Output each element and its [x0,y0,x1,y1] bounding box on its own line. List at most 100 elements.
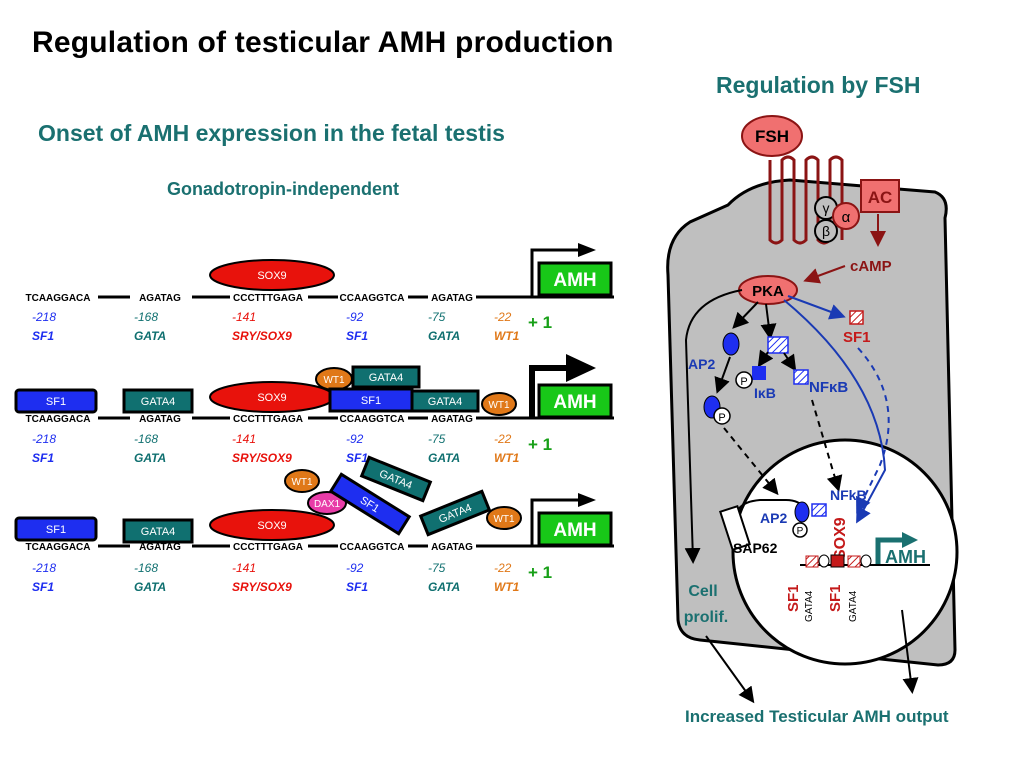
svg-text:CCCTTTGAGA: CCCTTTGAGA [233,414,303,425]
svg-text:-141: -141 [232,561,256,575]
svg-text:WT1: WT1 [291,477,313,488]
svg-text:-218: -218 [32,561,56,575]
amh-nucleus-label: AMH [885,547,926,567]
left-panel-subtitle: Onset of AMH expression in the fetal tes… [38,120,505,146]
svg-text:-22: -22 [494,561,512,575]
pos-2: -168 [134,310,158,324]
pos-3: -141 [232,310,256,324]
svg-text:-92: -92 [346,432,364,446]
ap2-label: AP2 [688,356,715,372]
pos-4: -92 [346,310,364,324]
svg-text:WT1: WT1 [493,514,515,525]
promoter-row-2: AMH SF1 GATA4 SOX9 GATA4 WT1 SF1 GATA4 W… [14,354,614,465]
tss-label: + 1 [528,313,552,332]
sox9-label: SOX9 [257,270,286,282]
svg-text:AGATAG: AGATAG [139,542,181,553]
cell-prolif-label-2: prolif. [684,609,728,626]
amh-gene-label-3: AMH [553,520,596,541]
svg-text:WT1: WT1 [494,580,520,594]
sox9-nucleus-label: SOX9 [832,517,849,560]
sf1-label-b: SF1 [361,395,381,407]
svg-text:SOX9: SOX9 [257,520,286,532]
svg-text:SF1: SF1 [32,451,54,465]
site-1: SF1 [32,329,54,343]
site-4: SF1 [346,329,368,343]
page-title: Regulation of testicular AMH production [32,26,614,59]
svg-text:WT1: WT1 [494,451,520,465]
svg-text:-168: -168 [134,561,158,575]
amh-gene-box [537,261,613,297]
g-gamma-label: γ [823,200,830,216]
svg-text:SRY/SOX9: SRY/SOX9 [232,451,292,465]
pos-1: -218 [32,310,56,324]
sf1-nucleus-label-a: SF1 [785,584,802,612]
site-6: WT1 [494,329,520,343]
gata4-label-c: GATA4 [428,396,462,408]
sox9-factor [209,259,335,291]
svg-text:TCAAGGACA: TCAAGGACA [26,542,91,553]
site-5: GATA [428,329,460,343]
dax1-label: DAX1 [314,499,341,510]
p-label-3: P [797,526,804,537]
seq-1: TCAAGGACA [26,293,91,304]
sox9-label-2: SOX9 [257,392,286,404]
svg-text:SF1: SF1 [32,580,54,594]
amh-gene-label: AMH [553,270,596,291]
dax1-factor [307,491,347,515]
svg-text:+ 1: + 1 [528,563,552,582]
sf1-cyto-label: SF1 [843,329,871,346]
svg-text:-92: -92 [346,561,364,575]
svg-text:+ 1: + 1 [528,435,552,454]
gata4-label-b: GATA4 [369,372,403,384]
svg-text:GATA: GATA [134,580,166,594]
svg-text:AGATAG: AGATAG [139,414,181,425]
svg-text:SF1: SF1 [346,580,368,594]
svg-text:CCCTTTGAGA: CCCTTTGAGA [233,542,303,553]
right-panel-subtitle: Regulation by FSH [716,72,921,98]
svg-text:GATA: GATA [134,451,166,465]
svg-text:SRY/SOX9: SRY/SOX9 [232,580,292,594]
svg-text:CCAAGGTCA: CCAAGGTCA [340,414,405,425]
svg-text:TCAAGGACA: TCAAGGACA [26,414,91,425]
sap62-label: SAP62 [733,540,778,556]
g-beta-label: β [822,223,830,239]
g-alpha-label: α [842,209,851,226]
pos-6: -22 [494,310,512,324]
camp-label: cAMP [850,258,892,275]
sf1-nucleus-label-b: SF1 [827,584,844,612]
seq-4: CCAAGGTCA [340,293,405,304]
sf1-label-a: SF1 [46,396,66,408]
gata4-nucleus-label-b: GATA4 [848,590,859,622]
gata4-label-a: GATA4 [141,396,175,408]
svg-text:-141: -141 [232,432,256,446]
sertoli-cell: FSH γ β α AC cAMP PKA Cell prolif. SF1 A… [666,115,959,704]
svg-text:GATA: GATA [428,451,460,465]
svg-text:SF1: SF1 [346,451,368,465]
pos-5: -75 [428,310,446,324]
svg-text:CCAAGGTCA: CCAAGGTCA [340,542,405,553]
ap2-nucleus-label: AP2 [760,510,787,526]
p-label-2: P [740,376,747,388]
svg-text:AGATAG: AGATAG [431,542,473,553]
seq-5: AGATAG [431,293,473,304]
wt1-label-a: WT1 [323,375,345,386]
gonadotropin-independent-label: Gonadotropin-independent [167,179,399,199]
amh-gene-label-2: AMH [553,392,596,413]
svg-text:-22: -22 [494,432,512,446]
seq-3: CCCTTTGAGA [233,293,303,304]
svg-text:SF1: SF1 [46,524,66,536]
site-2: GATA [134,329,166,343]
nfkb-nucleus-label: NFkB [830,487,867,503]
promoter-row-1: AMH SOX9 TCAAGGACA AGATAG CCCTTTGAGA CCA… [26,243,614,343]
svg-text:-75: -75 [428,561,446,575]
fsh-receptor [768,155,844,245]
nfkb-label: NFκB [809,379,848,396]
site-3: SRY/SOX9 [232,329,292,343]
seq-2: AGATAG [139,293,181,304]
promoter-row-3: AMH SF1 GATA4 SOX9 WT1 DAX1 SF1 GATA4 GA… [14,455,614,594]
cell-prolif-label-1: Cell [688,583,717,600]
pka-label: PKA [752,283,784,300]
svg-text:GATA4: GATA4 [141,526,175,538]
svg-text:GATA: GATA [428,580,460,594]
